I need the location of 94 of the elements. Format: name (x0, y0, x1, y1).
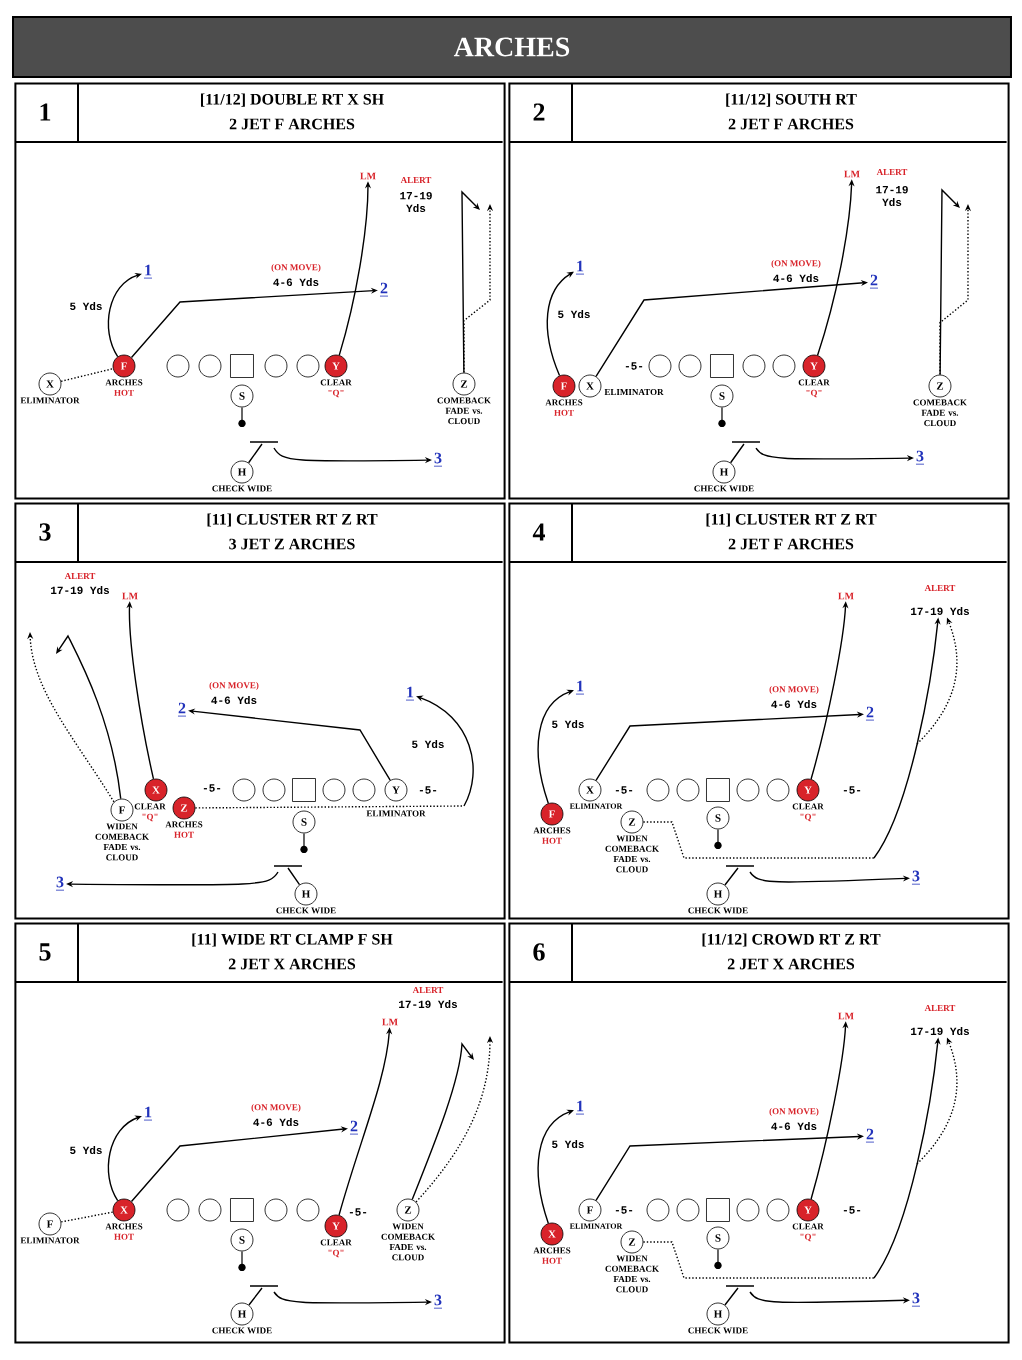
read-number: 1 (575, 260, 585, 275)
route-arrow (537, 1109, 574, 1224)
lineman-circle (736, 1198, 760, 1222)
lineman-circle (166, 354, 190, 378)
lineman-circle (296, 354, 320, 378)
route-arrow (66, 865, 303, 888)
formation-title: [11] CLUSTER RT Z RT (706, 513, 877, 527)
play-name: 2 JET F ARCHES (728, 118, 854, 130)
lineman-circle (166, 1198, 190, 1222)
formation-title: [11/12] CROWD RT Z RT (702, 933, 881, 947)
center-square (292, 778, 316, 802)
route-arrow (595, 1133, 864, 1202)
read-number: 3 (915, 450, 925, 465)
title-bar: ARCHES (12, 16, 1012, 78)
lineman-circle (646, 778, 670, 802)
route-arrow (248, 1285, 432, 1306)
center-square (706, 1198, 730, 1222)
read-number: 2 (379, 282, 389, 297)
lineman-circle (264, 1198, 288, 1222)
formation-title: [11] WIDE RT CLAMP F SH (192, 933, 393, 947)
lineman-circle (678, 354, 702, 378)
route-arrow (724, 865, 910, 886)
route-arrow (107, 272, 142, 358)
lineman-circle (646, 1198, 670, 1222)
route-arrow (546, 271, 574, 377)
center-square (710, 354, 734, 378)
read-number: 3 (433, 1294, 443, 1309)
play-name: 3 JET Z ARCHES (229, 538, 355, 550)
route-arrow (537, 689, 574, 804)
read-number: 2 (349, 1120, 359, 1135)
route-arrow (595, 711, 864, 782)
route-arrow (595, 279, 868, 378)
formation-title: [11/12] DOUBLE RT X SH (201, 93, 384, 107)
route-arrow (56, 635, 122, 800)
center-square (230, 354, 254, 378)
lineman-circle (352, 778, 376, 802)
lineman-circle (296, 1198, 320, 1222)
lineman-circle (676, 778, 700, 802)
route-arrow (416, 695, 474, 807)
play-number: 2 (533, 103, 545, 121)
lineman-circle (232, 778, 256, 802)
route-arrow (130, 287, 378, 359)
read-number: 2 (177, 702, 187, 717)
lineman-circle (676, 1198, 700, 1222)
center-square (706, 778, 730, 802)
route-arrow (724, 1285, 910, 1306)
play-number: 6 (533, 943, 545, 961)
read-number: 2 (865, 706, 875, 721)
lineman-circle (198, 354, 222, 378)
play-name: 2 JET F ARCHES (229, 118, 355, 130)
play-name: 2 JET X ARCHES (727, 958, 855, 970)
route-arrow (729, 441, 914, 464)
motion-line (60, 368, 114, 382)
lineman-circle (262, 778, 286, 802)
lineman-circle (772, 354, 796, 378)
route-arrow (461, 190, 480, 374)
lineman-circle (264, 354, 288, 378)
read-number: 1 (405, 686, 415, 701)
lineman-circle (648, 354, 672, 378)
read-number: 1 (143, 1106, 153, 1121)
formation-title: [11] CLUSTER RT Z RT (207, 513, 378, 527)
route-arrow (107, 1115, 142, 1202)
read-number: 1 (575, 680, 585, 695)
motion-line (60, 1211, 114, 1223)
play-number: 1 (40, 103, 51, 121)
read-number: 3 (911, 1292, 921, 1307)
read-number: 2 (869, 274, 879, 289)
lineman-circle (736, 778, 760, 802)
read-number: 3 (55, 876, 65, 891)
play-name: 2 JET F ARCHES (728, 538, 854, 550)
formation-title: [11/12] SOUTH RT (726, 93, 857, 107)
read-number: 1 (575, 1100, 585, 1115)
lineman-circle (742, 354, 766, 378)
read-number: 3 (911, 870, 921, 885)
motion-line (194, 805, 465, 809)
route-arrow (130, 1126, 348, 1203)
lineman-circle (766, 778, 790, 802)
play-number: 5 (39, 943, 51, 961)
route-arrow (27, 632, 115, 803)
route-arrow (939, 188, 960, 376)
lineman-circle (198, 1198, 222, 1222)
read-number: 2 (865, 1128, 875, 1143)
route-arrow (247, 441, 432, 464)
play-number: 3 (39, 523, 51, 541)
play-number: 4 (532, 523, 545, 541)
lineman-circle (766, 1198, 790, 1222)
center-square (230, 1198, 254, 1222)
motion-line (642, 1241, 875, 1279)
read-number: 3 (433, 452, 443, 467)
route-arrow (411, 1043, 474, 1201)
play-name: 2 JET X ARCHES (228, 958, 356, 970)
motion-line (642, 821, 875, 859)
read-number: 1 (143, 264, 153, 279)
lineman-circle (322, 778, 346, 802)
